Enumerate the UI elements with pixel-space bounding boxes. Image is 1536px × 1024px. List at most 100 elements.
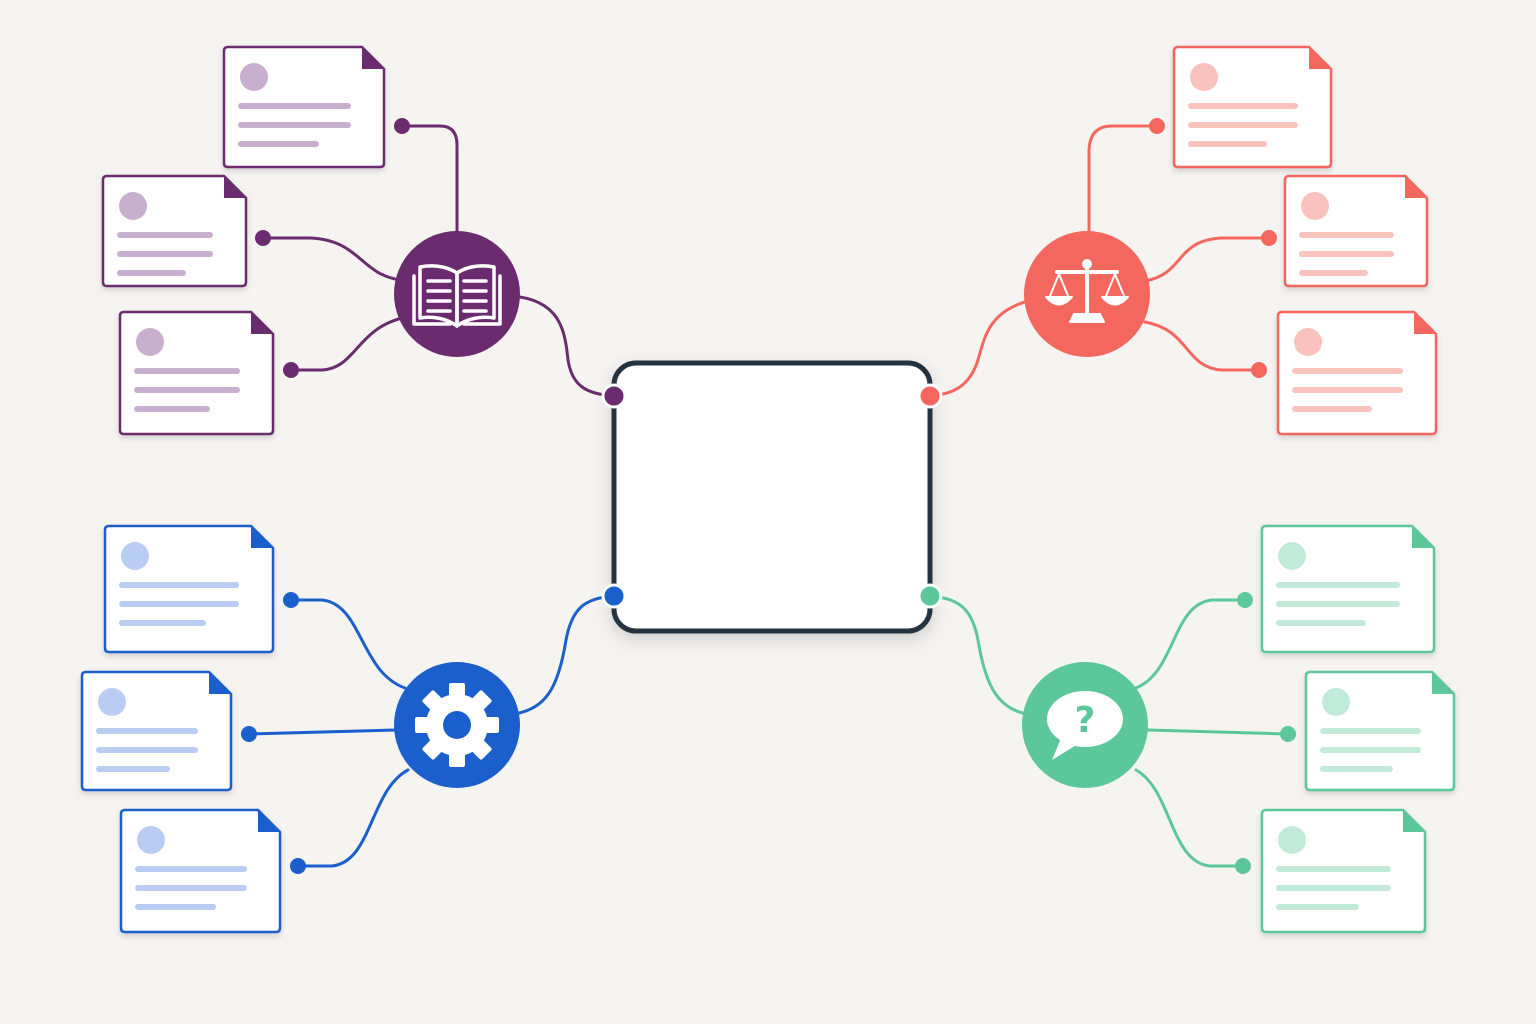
card-avatar	[1278, 826, 1306, 854]
card-text-line	[1276, 904, 1359, 910]
center-port-top-left	[601, 383, 627, 409]
connector-blue-hub	[513, 594, 616, 716]
connector-dot	[394, 118, 410, 134]
card-text-line	[117, 232, 213, 238]
connector-green-card-1	[1134, 598, 1247, 690]
center-port-bottom-left	[601, 583, 627, 609]
document-card[interactable]	[118, 310, 275, 436]
connector-blue-card-1	[289, 598, 407, 690]
hub-process[interactable]	[394, 662, 520, 788]
card-avatar	[121, 542, 149, 570]
card-text-line	[1299, 270, 1368, 276]
connector-blue-card-2	[247, 728, 398, 736]
document-card[interactable]	[119, 808, 282, 934]
center-port-bottom-right	[917, 583, 943, 609]
card-text-line	[1292, 387, 1403, 393]
connector-coral-card-2	[1143, 236, 1271, 283]
connector-dot	[1280, 726, 1296, 742]
card-avatar	[1190, 63, 1218, 91]
connector-green-card-3	[1134, 768, 1245, 868]
card-avatar	[1294, 328, 1322, 356]
document-card[interactable]	[101, 174, 248, 288]
card-text-line	[96, 766, 170, 772]
svg-text:?: ?	[1075, 700, 1096, 741]
card-text-line	[1188, 141, 1267, 147]
card-avatar	[136, 328, 164, 356]
connector-dot	[255, 230, 271, 246]
connector-blue-card-3	[296, 768, 410, 868]
folded-corner	[1405, 176, 1427, 198]
card-text-line	[119, 620, 206, 626]
hub-knowledge[interactable]	[394, 231, 520, 357]
card-text-line	[134, 406, 210, 412]
folded-corner	[251, 526, 273, 548]
folded-corner	[1309, 47, 1331, 69]
card-avatar	[137, 826, 165, 854]
balance-scale-icon	[1045, 259, 1129, 323]
document-card[interactable]	[1172, 45, 1333, 169]
card-text-line	[1292, 406, 1372, 412]
card-avatar	[240, 63, 268, 91]
connector-purple-card-1	[400, 124, 459, 234]
card-text-line	[1320, 747, 1421, 753]
document-card[interactable]	[1276, 310, 1438, 436]
cards-layer	[80, 45, 1456, 934]
hub-questions[interactable]: ?	[1022, 662, 1148, 788]
connector-dot	[290, 858, 306, 874]
folded-corner	[1432, 672, 1454, 694]
connector-dots	[241, 118, 1296, 874]
card-text-line	[1299, 232, 1394, 238]
question-speech-bubble-icon: ?	[1047, 691, 1123, 760]
card-text-line	[238, 103, 351, 109]
card-text-line	[1292, 368, 1403, 374]
document-card[interactable]	[222, 45, 386, 169]
card-text-line	[117, 251, 213, 257]
connector-dot	[241, 726, 257, 742]
connector-green-card-2	[1146, 728, 1290, 736]
card-avatar	[1322, 688, 1350, 716]
connector-dot	[1261, 230, 1277, 246]
card-text-line	[1276, 582, 1400, 588]
hub-ethics[interactable]	[1024, 231, 1150, 357]
connector-dot	[1237, 592, 1253, 608]
center-node[interactable]	[601, 360, 943, 634]
folded-corner	[362, 47, 384, 69]
card-avatar	[98, 688, 126, 716]
card-avatar	[1278, 542, 1306, 570]
folded-corner	[251, 312, 273, 334]
document-card[interactable]	[1260, 808, 1427, 934]
card-text-line	[238, 141, 319, 147]
card-text-line	[119, 601, 239, 607]
folded-corner	[1403, 810, 1425, 832]
card-avatar	[119, 192, 147, 220]
card-text-line	[238, 122, 351, 128]
document-card[interactable]	[1304, 670, 1456, 792]
card-text-line	[1276, 620, 1366, 626]
connector-green-hub	[928, 594, 1028, 716]
card-avatar	[1301, 192, 1329, 220]
card-text-line	[1188, 122, 1298, 128]
document-card[interactable]	[1260, 524, 1436, 654]
gear-icon	[415, 683, 499, 767]
folded-corner	[224, 176, 246, 198]
center-port-top-right	[917, 383, 943, 409]
card-text-line	[1276, 601, 1400, 607]
connector-dot	[283, 592, 299, 608]
card-text-line	[1276, 885, 1391, 891]
document-card[interactable]	[1283, 174, 1429, 288]
card-text-line	[135, 885, 247, 891]
card-text-line	[96, 747, 198, 753]
card-text-line	[1299, 251, 1394, 257]
folded-corner	[209, 672, 231, 694]
card-text-line	[96, 728, 198, 734]
folded-corner	[1412, 526, 1434, 548]
card-text-line	[1188, 103, 1298, 109]
connector-purple-card-2	[261, 236, 402, 282]
card-text-line	[134, 387, 240, 393]
connector-coral-card-3	[1143, 320, 1261, 372]
connectors	[247, 124, 1290, 868]
connector-purple-card-3	[289, 316, 404, 372]
document-card[interactable]	[103, 524, 275, 654]
document-card[interactable]	[80, 670, 233, 792]
